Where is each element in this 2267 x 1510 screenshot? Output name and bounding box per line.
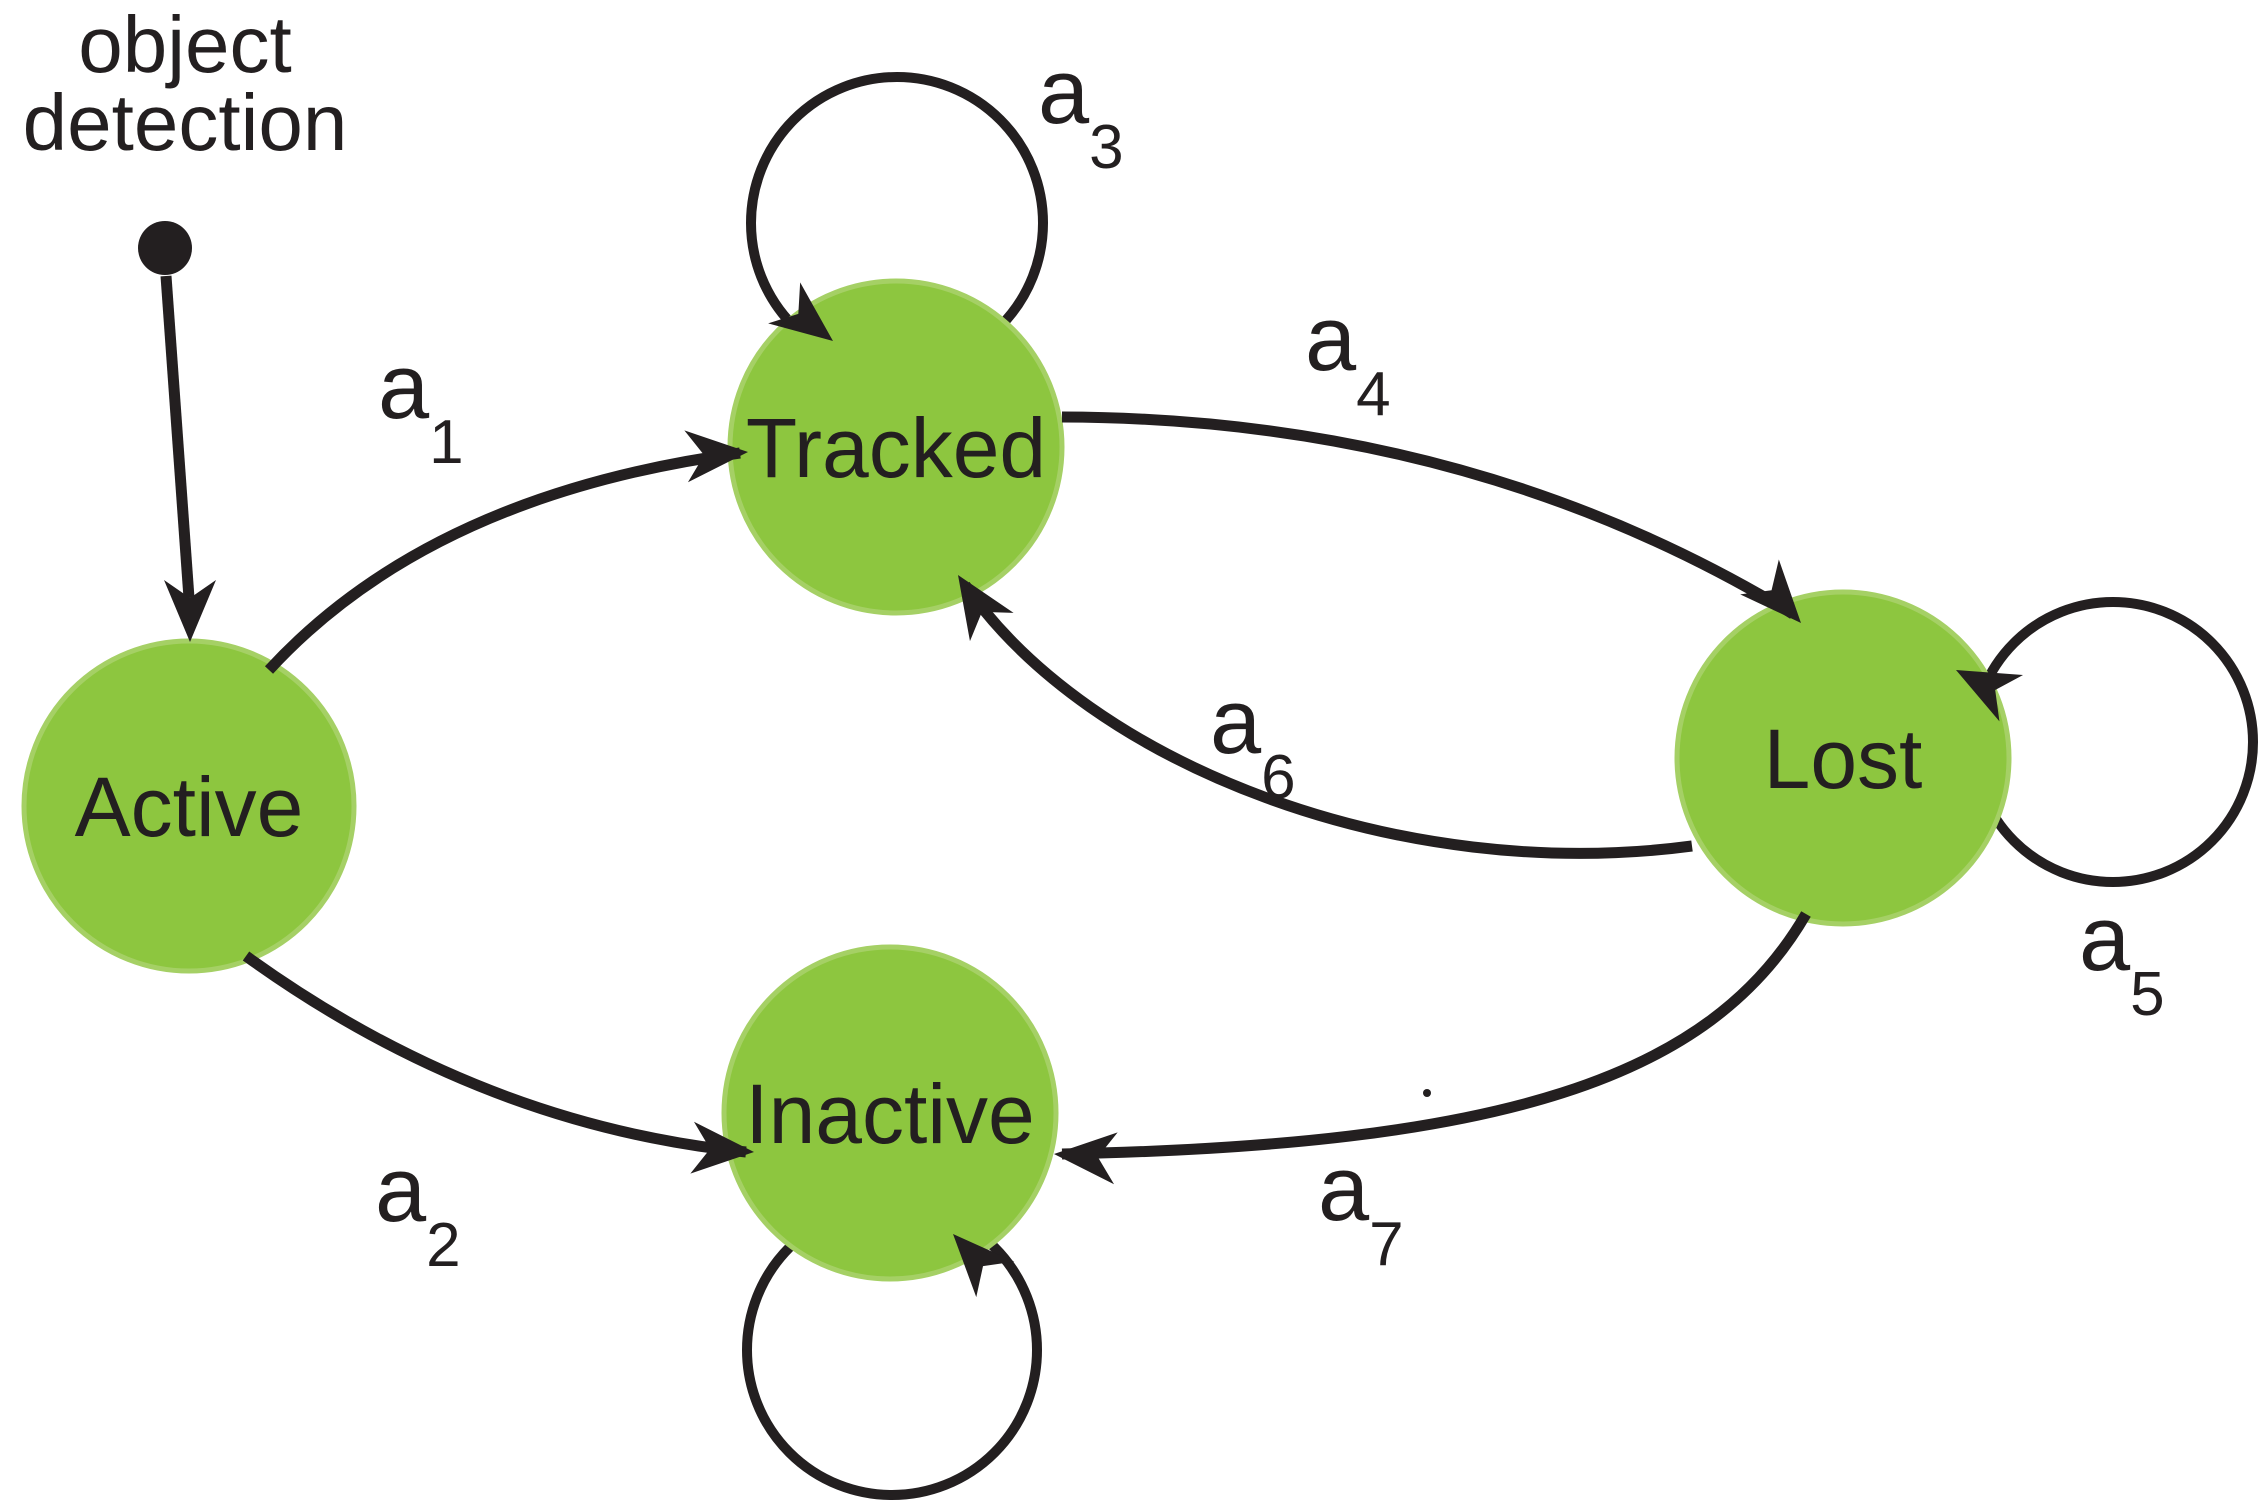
arrowhead-a5-icon	[1956, 670, 2024, 722]
state-inactive-circle	[721, 944, 1059, 1282]
start-label-line1: object	[78, 0, 291, 89]
a4-base: a	[1305, 288, 1357, 390]
a7-base: a	[1318, 1138, 1370, 1240]
transition-a6-label: a6	[1210, 671, 1296, 812]
a7-sub: 7	[1369, 1210, 1403, 1279]
state-lost-circle	[1674, 589, 2012, 927]
artifact-dot	[1423, 1089, 1431, 1097]
a6-sub: 6	[1261, 743, 1295, 812]
arrowhead-a4-icon	[1740, 559, 1801, 623]
a1-base: a	[378, 336, 430, 438]
transition-a5-label: a5	[2079, 888, 2165, 1029]
arrowhead-a6-icon	[958, 575, 1014, 642]
transition-a7-path	[1061, 911, 1811, 1160]
arrowhead-a3-icon	[768, 282, 833, 341]
transition-a1-label: a1	[378, 336, 464, 477]
self-loop-lost-path	[1968, 597, 2258, 887]
a1-sub: 1	[429, 408, 463, 477]
a2-sub: 2	[426, 1211, 460, 1280]
start-arrow-path	[160, 275, 195, 599]
transition-a3-label: a3	[1038, 41, 1124, 182]
arrowhead-a7-icon	[1054, 1132, 1118, 1185]
a4-sub: 4	[1356, 360, 1390, 429]
state-lost-label: Lost	[1764, 712, 1923, 806]
transition-a4-path	[1061, 411, 1796, 619]
arrowhead-a2-icon	[690, 1121, 754, 1174]
start-label-line2: detection	[23, 78, 348, 167]
state-inactive-label: Inactive	[745, 1067, 1035, 1161]
a3-base: a	[1038, 41, 1090, 143]
state-active-label: Active	[75, 760, 304, 854]
arrowhead-inactive-self-icon	[953, 1234, 1015, 1298]
transition-a2-path	[242, 951, 747, 1158]
transition-a4-label: a4	[1305, 288, 1391, 429]
transition-a2-label: a2	[375, 1139, 461, 1280]
transition-a1-path	[264, 447, 741, 674]
transition-a7-label: a7	[1318, 1138, 1404, 1279]
state-active-circle	[21, 638, 357, 974]
start-dot	[138, 221, 192, 275]
transition-a6-path	[960, 581, 1693, 859]
arrowhead-a1-icon	[684, 430, 748, 483]
start-arrowhead-icon	[164, 580, 216, 642]
a2-base: a	[375, 1139, 427, 1241]
state-tracked-label: Tracked	[746, 401, 1046, 495]
a5-sub: 5	[2130, 960, 2164, 1029]
a5-base: a	[2079, 888, 2131, 990]
a3-sub: 3	[1089, 113, 1123, 182]
a6-base: a	[1210, 671, 1262, 773]
